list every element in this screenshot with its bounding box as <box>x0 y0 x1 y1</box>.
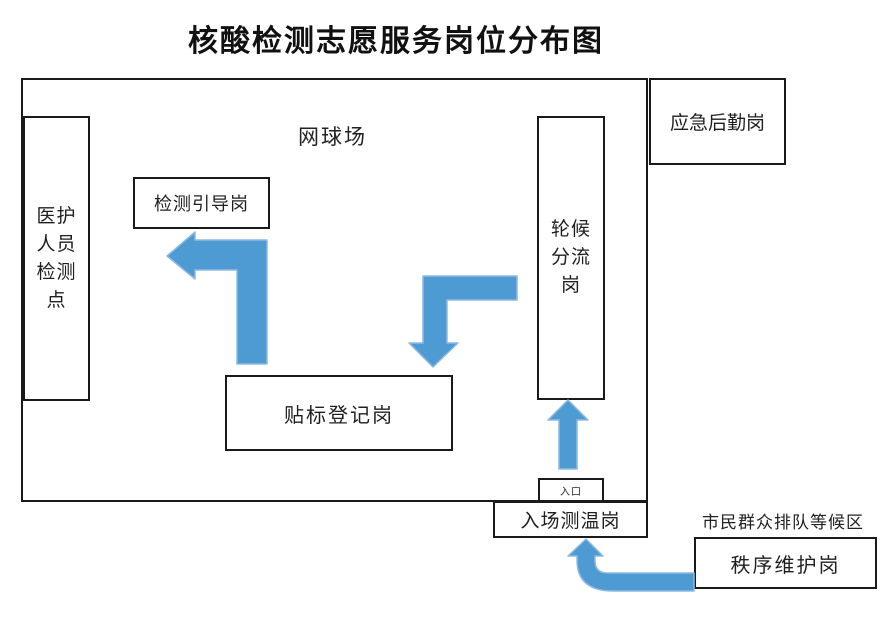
order-maintenance-post-label: 秩序维护岗 <box>730 554 841 577</box>
waiting-diversion-post-box: 轮候 分流 岗 <box>537 116 605 400</box>
order-maintenance-post-box: 秩序维护岗 <box>694 537 877 589</box>
medical-testing-point-box: 医护 人员 检测 点 <box>23 116 90 401</box>
labeling-registration-post-label: 贴标登记岗 <box>284 404 394 427</box>
medical-testing-point-label-line2: 人员 <box>36 233 77 255</box>
entry-temperature-post-label: 入场测温岗 <box>520 511 621 532</box>
medical-testing-point-label-line3: 检测 <box>36 261 77 283</box>
guidance-post-label: 检测引导岗 <box>154 194 249 214</box>
waiting-diversion-post-label-line2: 分流 <box>550 247 591 268</box>
labeling-registration-post-box: 贴标登记岗 <box>225 375 453 451</box>
waiting-diversion-post-label-line3: 岗 <box>560 275 581 296</box>
entrance-box: 入口 <box>538 478 604 502</box>
venue-label: 网球场 <box>298 126 367 149</box>
emergency-logistics-post-box: 应急后勤岗 <box>649 78 786 165</box>
queue-waiting-area-label: 市民群众排队等候区 <box>702 513 864 532</box>
waiting-diversion-post-label-line1: 轮候 <box>550 219 591 240</box>
diagram-title: 核酸检测志愿服务岗位分布图 <box>188 25 604 58</box>
entry-temperature-post-box: 入场测温岗 <box>493 501 648 538</box>
medical-testing-point-label-line1: 医护 <box>36 205 77 227</box>
entrance-label: 入口 <box>560 486 582 498</box>
guidance-post-box: 检测引导岗 <box>133 177 270 229</box>
venue-outline <box>21 78 648 502</box>
medical-testing-point-label-line4: 点 <box>46 289 67 311</box>
emergency-logistics-post-label: 应急后勤岗 <box>669 113 765 134</box>
arrow-order-to-temperature-icon <box>567 538 695 592</box>
